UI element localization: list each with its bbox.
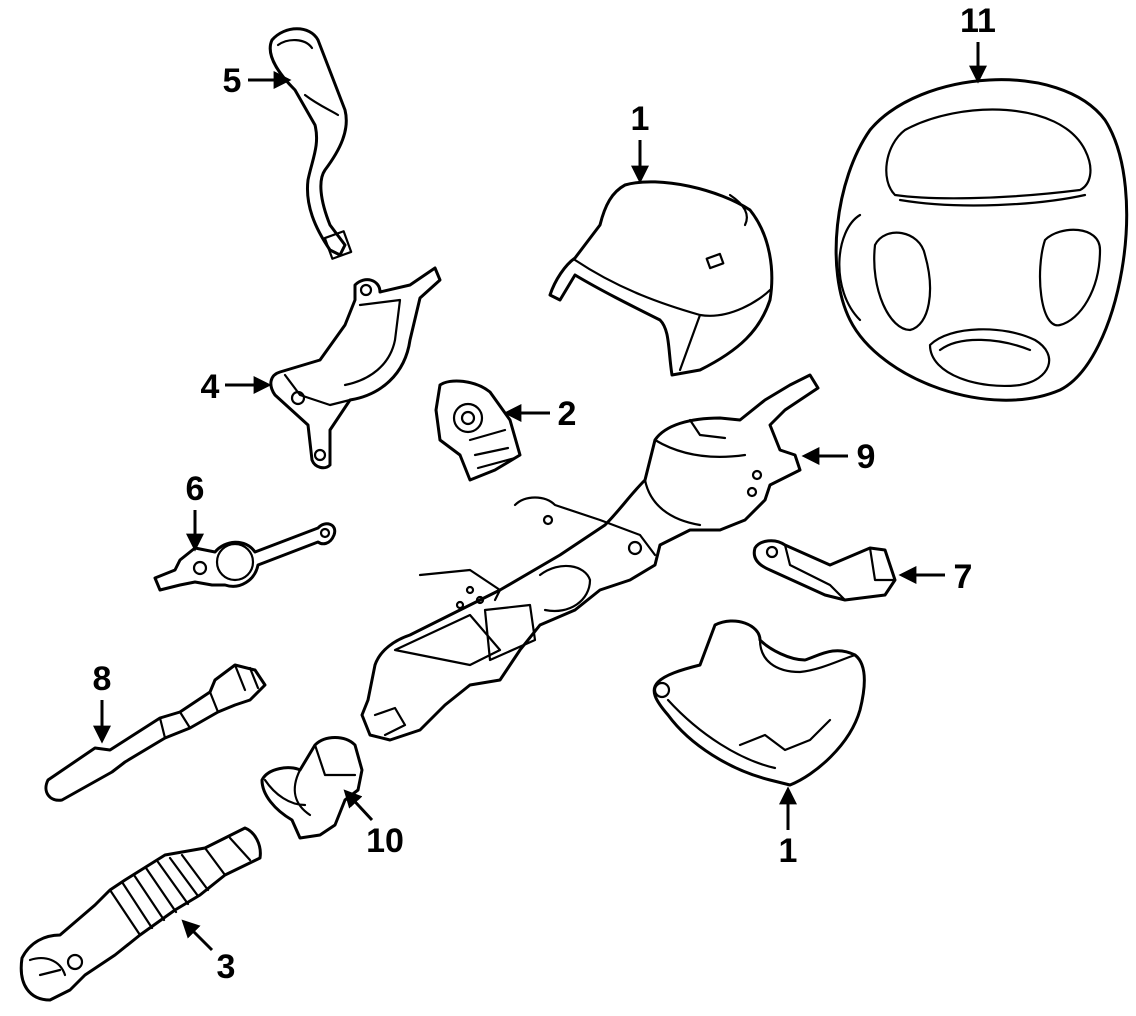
callout-label-2: 2 — [558, 395, 577, 433]
callout-label-1-bottom: 1 — [779, 832, 798, 870]
callout-label-6: 7 — [954, 558, 973, 596]
callout-arrow-10 — [181, 919, 214, 952]
callout-label-4: 5 — [223, 62, 242, 100]
callout-label-3: 4 — [201, 368, 220, 406]
upper-column-shroud — [548, 180, 774, 377]
callout-label-5: 6 — [186, 470, 205, 508]
shift-lever-bracket — [269, 266, 442, 470]
shift-lever — [268, 27, 353, 260]
callout-label-10: 3 — [217, 948, 236, 986]
tilt-lever-link — [153, 522, 337, 592]
shift-link-rod — [44, 663, 267, 802]
steering-wheel — [834, 78, 1129, 402]
callout-label-1-top: 1 — [631, 100, 650, 138]
ignition-lock-housing — [434, 379, 522, 482]
intermediate-shaft — [19, 826, 262, 1002]
lower-column-shroud — [652, 619, 866, 787]
callout-label-9: 10 — [366, 822, 404, 860]
shaft-coupler — [260, 736, 364, 840]
column-mounting-bracket — [752, 539, 897, 602]
steering-column-assembly — [360, 373, 820, 742]
callout-label-11: 11 — [960, 2, 996, 40]
callout-arrow-9 — [343, 789, 374, 822]
callout-label-7: 8 — [93, 660, 112, 698]
callout-label-8: 9 — [857, 438, 876, 476]
